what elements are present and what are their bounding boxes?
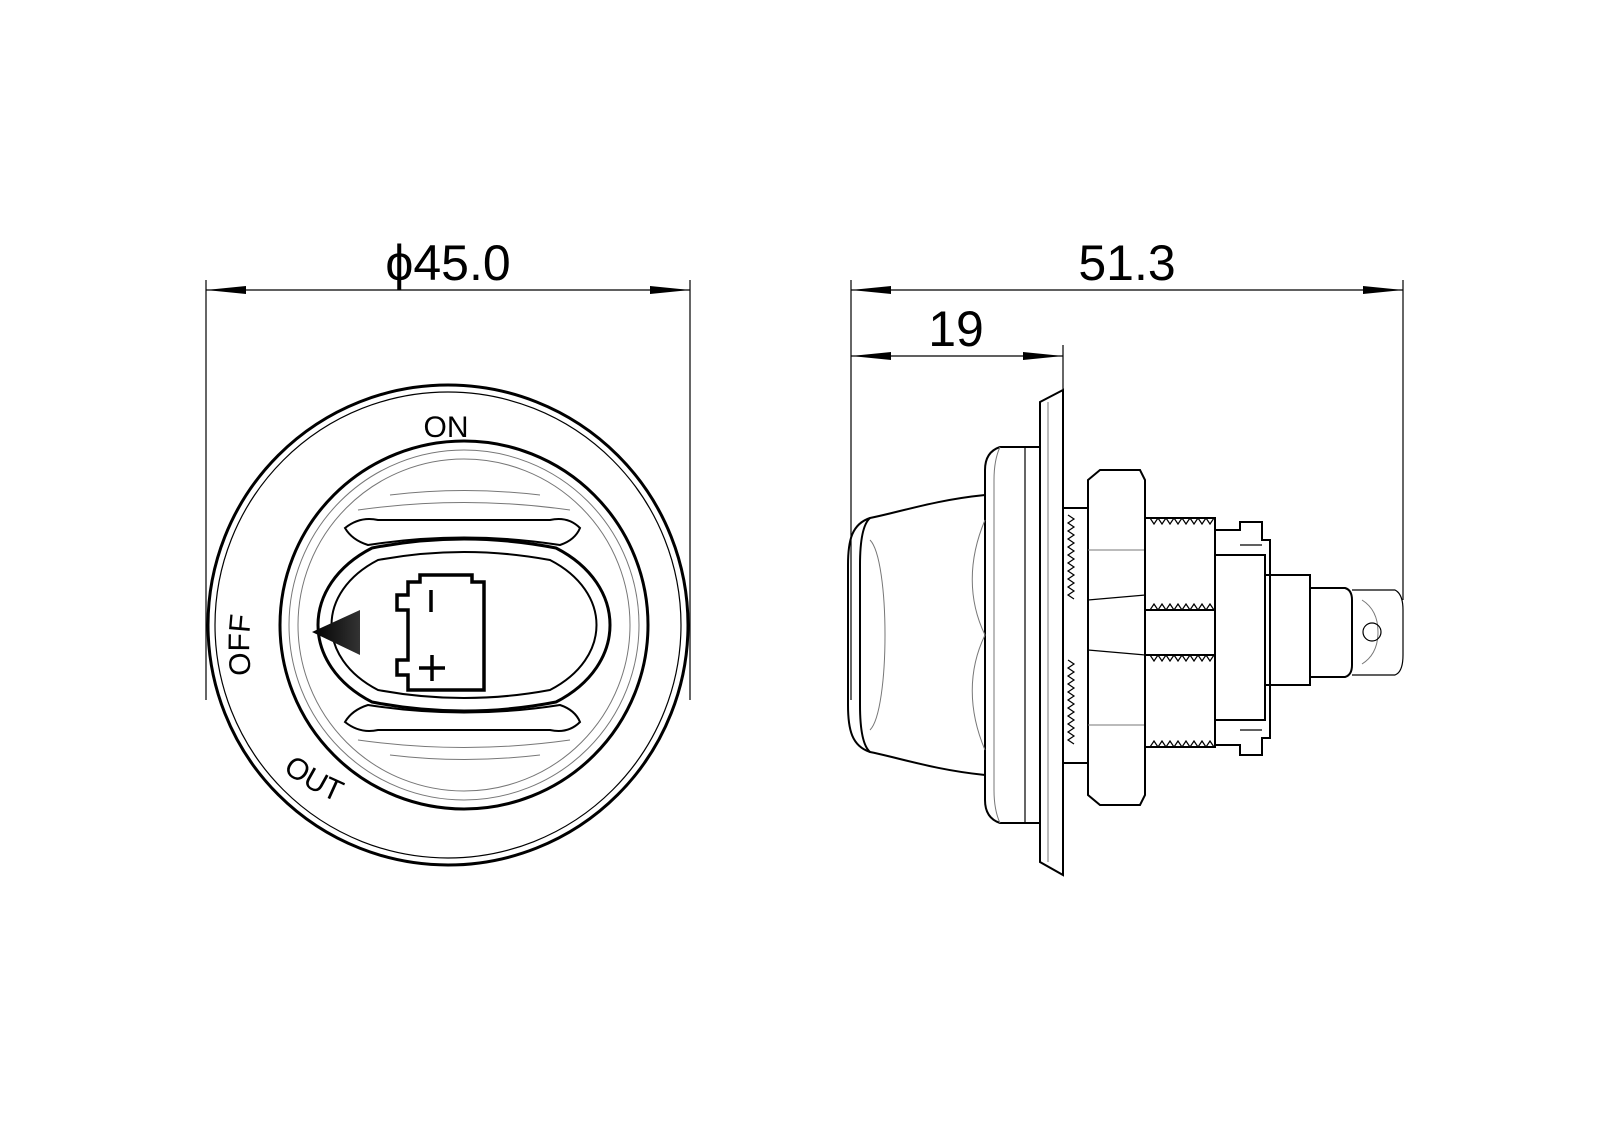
position-label-on: ON: [424, 411, 469, 444]
terminal-block: [1214, 554, 1266, 721]
shaft-thread-top: [1149, 516, 1215, 526]
knob-ring-edge: [288, 449, 640, 801]
terminal-cap: [1352, 589, 1404, 676]
battery-icon: [395, 573, 486, 692]
bezel-rim: [984, 446, 1040, 824]
hex-nut-center: [1087, 594, 1146, 656]
shaft-thread-lower-top: [1149, 653, 1215, 663]
bezel-rim-edge: [993, 446, 1001, 824]
shaft-thread-upper-bottom: [1149, 602, 1215, 612]
bottom-grip-shadow: [357, 739, 571, 748]
shaft-upper: [1144, 517, 1216, 611]
hex-nut: [1087, 469, 1146, 806]
side-view: 51.3 19: [847, 235, 1404, 877]
outer-bezel: [206, 383, 690, 867]
knob-body-side: [847, 494, 986, 776]
partial-length-dimension: 19: [851, 301, 1064, 395]
knob-face-inner: [330, 551, 598, 699]
overall-length-dimension: 51.3: [850, 235, 1404, 700]
left-thread-upper: [1066, 514, 1076, 600]
terminal-cap-curve: [1361, 599, 1379, 665]
knob-body-contour: [971, 519, 986, 751]
panel-flange: [1039, 388, 1064, 877]
left-thread-lower: [1066, 659, 1076, 745]
battery-outline: [395, 573, 486, 692]
position-label-off-path: OFF: [223, 613, 258, 677]
rear-collar: [1062, 507, 1089, 764]
terminal-stem: [1264, 574, 1311, 686]
diameter-label: ϕ45.0: [385, 235, 510, 291]
position-label-off: OFF: [223, 613, 258, 677]
knob-outer-ring: [278, 439, 650, 811]
knob-face-outer: [316, 537, 612, 713]
shaft-lower: [1144, 654, 1216, 748]
terminal-cage: [1215, 521, 1271, 756]
terminal-housing: [1214, 521, 1404, 756]
shaft-thread-bottom: [1149, 739, 1215, 749]
top-grip-shadow-2: [389, 490, 541, 496]
overall-length-label: 51.3: [1078, 235, 1175, 291]
rotary-knob: [278, 439, 650, 811]
front-view: ϕ45.0: [205, 235, 691, 867]
outer-bezel-inner-edge: [214, 391, 682, 859]
terminal-screw-icon: [1362, 622, 1382, 642]
bottom-grip-ridge: [343, 703, 582, 732]
threaded-body: [1062, 469, 1216, 806]
knob-ring-inner: [297, 458, 631, 792]
pointer-triangle-icon: [312, 610, 360, 655]
top-grip-shadow: [357, 502, 571, 511]
partial-length-label: 19: [928, 301, 984, 357]
knob-front-face-curve: [869, 539, 886, 731]
knob-front-face: [859, 517, 871, 753]
diameter-dimension: ϕ45.0: [205, 235, 691, 700]
terminal-stud: [1310, 587, 1353, 678]
bottom-grip-shadow-2: [389, 754, 541, 760]
top-grip-ridge: [343, 518, 582, 547]
